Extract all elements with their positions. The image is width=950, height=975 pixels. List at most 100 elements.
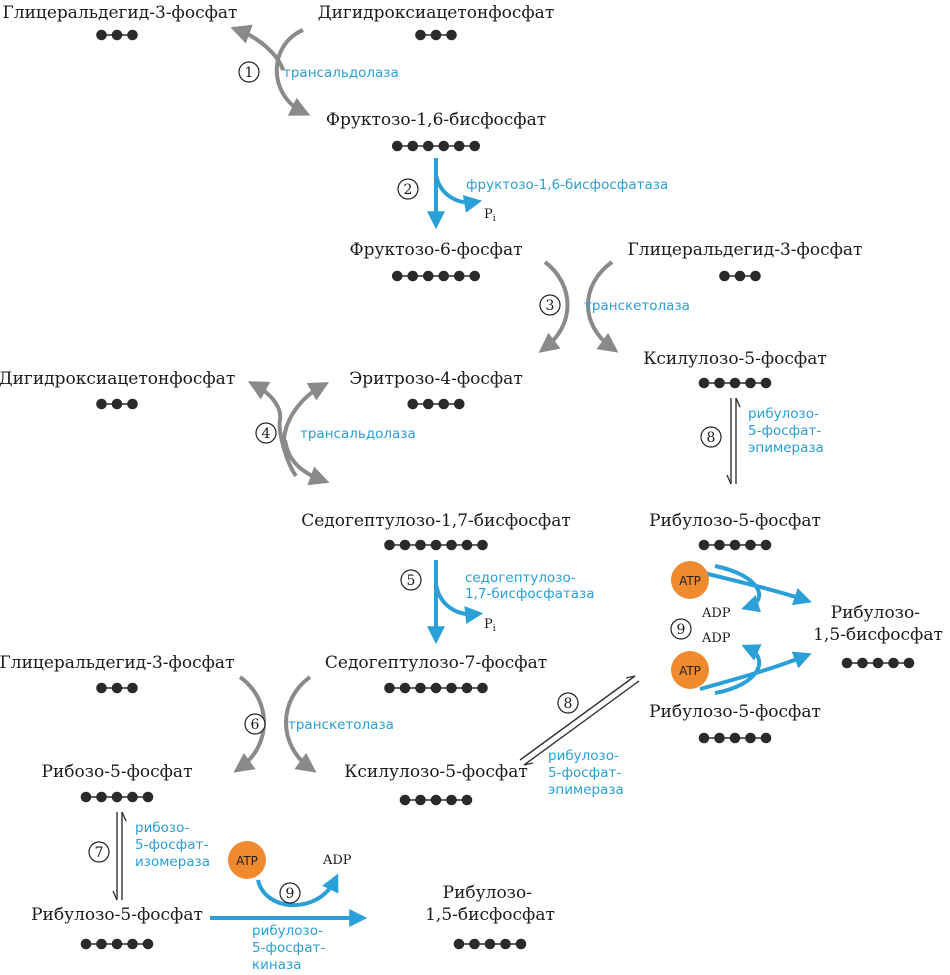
carbon-dot (453, 140, 465, 152)
carbon-dot (500, 938, 511, 950)
grey-arrow (247, 381, 298, 478)
molecule-label: Ксилулозо-5-фосфат (344, 762, 528, 782)
step-5-arrows (427, 560, 484, 645)
carbon-dot (127, 29, 138, 41)
carbon-dot (111, 398, 123, 410)
enzyme-label: рибулозо- 5-фосфат- эпимераза (548, 748, 626, 798)
carbon-dot-row (399, 794, 473, 806)
molecule-label: Эритрозо-4-фосфат (349, 369, 522, 389)
carbon-chain-dots (80, 29, 915, 950)
enzyme-label-line: седогептулозо- (465, 570, 576, 586)
carbon-dot (407, 398, 419, 410)
carbon-dot (96, 398, 107, 410)
equilibrium-arrowhead (735, 397, 741, 408)
enzyme-label: рибулозо- 5-фосфат- киназа (252, 923, 330, 973)
enzyme-label: транскетолаза (288, 717, 394, 733)
blue-arrow (714, 564, 762, 613)
grey-arrow (230, 24, 285, 71)
atp-label: ATP (679, 664, 701, 678)
molecule-label: Рибулозо-5-фосфат (649, 511, 821, 531)
step-4-arrows (247, 381, 330, 486)
carbon-dot (446, 794, 457, 806)
grey-arrow (586, 260, 619, 353)
molecule-label-line: 1,5-бисфосфат (425, 905, 555, 925)
carbon-dot-row (698, 377, 772, 389)
enzyme-label: трансальдолаза (300, 426, 416, 442)
equilibrium-arrowhead (121, 811, 127, 822)
step-2-arrows (427, 158, 483, 230)
atp-label: ATP (236, 854, 258, 868)
carbon-dot (729, 539, 741, 551)
carbon-dot-row (96, 682, 138, 694)
carbon-dot (415, 682, 426, 694)
carbon-dot (127, 682, 138, 694)
carbon-dot (484, 938, 496, 950)
enzyme-label-line: 1,7-бисфосфатаза (465, 586, 595, 602)
carbon-dot (399, 682, 411, 694)
molecule-label: Глицеральдегид-3-фосфат (0, 653, 234, 673)
carbon-dot (515, 938, 527, 950)
molecule-label-line: Рибулозо- (831, 603, 920, 623)
carbon-dot-row (384, 682, 488, 694)
carbon-dot (698, 539, 710, 551)
carbon-dot (888, 657, 899, 669)
carbon-dot-row (698, 732, 772, 744)
molecule-label-line: Рибулозо- (443, 883, 532, 903)
carbon-dot (127, 938, 138, 950)
step-7-equilibrium (112, 811, 127, 901)
step-number-circle (670, 618, 692, 640)
step-number-circle (88, 841, 110, 863)
carbon-dot (745, 539, 756, 551)
enzyme-label-line: рибозо- (135, 820, 189, 836)
step-number: 7 (95, 845, 104, 861)
carbon-dot (461, 794, 473, 806)
carbon-dot-row (698, 539, 772, 551)
adp-label: ADP (322, 853, 352, 868)
molecule-label: Рибулозо-5-фосфат (31, 905, 203, 925)
carbon-dot-row (80, 938, 154, 950)
carbon-dot (399, 794, 411, 806)
step-number-circle (539, 294, 561, 316)
carbon-dot (422, 398, 434, 410)
equilibrium-line (523, 680, 640, 766)
grey-arrow (284, 675, 317, 773)
step-number: 8 (707, 430, 716, 446)
enzyme-label-line: 5-фосфат- (252, 940, 325, 956)
carbon-dot (142, 938, 154, 950)
carbon-dot (469, 270, 481, 282)
carbon-dot (461, 682, 473, 694)
molecule-label: Дигидроксиацетонфосфат (0, 369, 235, 389)
carbon-dot (698, 732, 710, 744)
carbon-dot (111, 682, 123, 694)
carbon-dot (80, 791, 92, 803)
carbon-dot (469, 140, 481, 152)
carbon-dot-row (391, 270, 481, 282)
step-8a-equilibrium (726, 397, 741, 485)
carbon-dot (80, 938, 92, 950)
carbon-dot (446, 29, 457, 41)
carbon-dot (438, 270, 450, 282)
carbon-dot (142, 791, 154, 803)
enzyme-label-line: рибулозо- (548, 748, 619, 764)
carbon-dot (415, 29, 426, 41)
carbon-dot (446, 539, 457, 551)
enzyme-label-line: 5-фосфат- (548, 765, 621, 781)
carbon-dot (391, 140, 403, 152)
carbon-dot (760, 732, 772, 744)
carbon-dot (391, 270, 403, 282)
molecule-label: Седогептулозо-7-фосфат (325, 653, 547, 673)
step-number-circle (400, 569, 422, 591)
carbon-dot (430, 682, 442, 694)
blue-arrow (434, 174, 483, 213)
enzyme-label-line: изомераза (135, 854, 210, 870)
carbon-dot (127, 398, 138, 410)
enzyme-label-line: эпимераза (548, 782, 624, 798)
pi-sub: i (493, 624, 496, 634)
carbon-dot (111, 938, 123, 950)
carbon-dot (750, 270, 761, 282)
enzyme-label-line: 5-фосфат- (135, 837, 208, 853)
carbon-dot (453, 398, 465, 410)
equilibrium-arrowhead (523, 762, 534, 766)
carbon-dot (422, 140, 434, 152)
molecule-label: Рибулозо-5-фосфат (649, 702, 821, 722)
